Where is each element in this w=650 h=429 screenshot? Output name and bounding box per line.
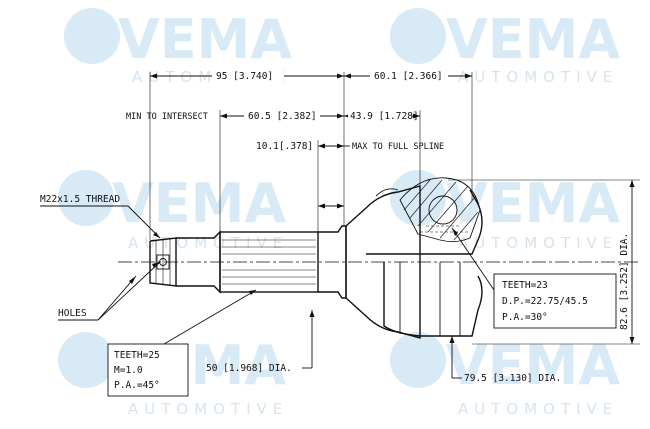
dim-60-1-label: 60.1 [2.366]	[374, 71, 443, 82]
spline-hatching	[222, 239, 316, 285]
outer-dp-text: D.P.=22.75/45.5	[502, 296, 588, 307]
shaft-teeth-text: TEETH=25	[114, 350, 160, 361]
max-full-spline-label: MAX TO FULL SPLINE	[352, 142, 444, 152]
section-cut	[399, 177, 481, 243]
housing-bottom-edge	[383, 262, 483, 337]
watermark-brand-text: VEMA	[446, 8, 620, 71]
dim-60-5-label: 60.5 [2.382]	[248, 111, 317, 122]
housing-dia-label: 79.5 [3.130] DIA.	[464, 373, 561, 384]
watermark-brand-text: VEMA	[112, 172, 286, 235]
housing-bell	[345, 185, 421, 339]
shaft-pa-text: P.A.=45°	[114, 380, 160, 391]
watermark-mid-right: VEMA AUTOMOTIVE	[390, 170, 620, 252]
outer-teeth-text: TEETH=23	[502, 280, 548, 291]
dimension-holes: HOLES	[58, 261, 161, 321]
splined-shaft	[219, 231, 319, 293]
dim-95-label: 95 [3.740]	[216, 71, 273, 82]
dimension-outer-dia: 82.6 [3.252] DIA.	[448, 179, 640, 345]
watermark-sub-text: AUTOMOTIVE	[458, 400, 618, 418]
section-hatch	[403, 179, 479, 241]
outer-dia-label: 82.6 [3.252] DIA.	[619, 233, 630, 330]
shaft-m-text: M=1.0	[114, 365, 143, 376]
watermark-group: VEMA AUTOMOTIVE VEMA AUTOMOTIVE VEMA AUT…	[58, 8, 620, 418]
watermark-sub-text: AUTOMOTIVE	[458, 234, 618, 252]
min-intersect-label: MIN TO INTERSECT	[126, 112, 208, 122]
dimension-thread: M22x1.5 THREAD	[40, 194, 161, 239]
dim-10-1-label: 10.1[.378]	[256, 141, 313, 152]
shaft-dia-label: 50 [1.968] DIA.	[206, 363, 292, 374]
dimension-shaft-dia: 50 [1.968] DIA.	[206, 310, 315, 374]
watermark-sub-text: AUTOMOTIVE	[128, 234, 288, 252]
thread-label: M22x1.5 THREAD	[40, 194, 120, 205]
spec-box-shaft: TEETH=25 M=1.0 P.A.=45°	[107, 289, 257, 397]
boot-lip	[375, 188, 399, 197]
watermark-top-right: VEMA AUTOMOTIVE	[390, 8, 620, 86]
watermark-mid-left: VEMA AUTOMOTIVE	[58, 170, 288, 252]
watermark-sub-text: AUTOMOTIVE	[458, 68, 618, 86]
watermark-brand-text: VEMA	[118, 8, 292, 71]
spec-box-outer: TEETH=23 D.P.=22.75/45.5 P.A.=30°	[451, 227, 617, 329]
dimension-housing-dia: 79.5 [3.130] DIA.	[449, 336, 561, 384]
holes-label: HOLES	[58, 308, 87, 319]
outer-pa-text: P.A.=30°	[502, 312, 548, 323]
ball-bearing	[428, 195, 458, 225]
watermark-brand-text: VEMA	[446, 334, 620, 397]
watermark-bottom-right: VEMA AUTOMOTIVE	[390, 332, 620, 418]
cv-joint-part	[149, 177, 483, 339]
watermark-sub-text: AUTOMOTIVE	[128, 400, 288, 418]
dimension-top: 95 [3.740] 60.1 [2.366] MIN TO INTERSECT…	[126, 69, 473, 240]
dim-43-9-label: 43.9 [1.728]	[350, 111, 419, 122]
